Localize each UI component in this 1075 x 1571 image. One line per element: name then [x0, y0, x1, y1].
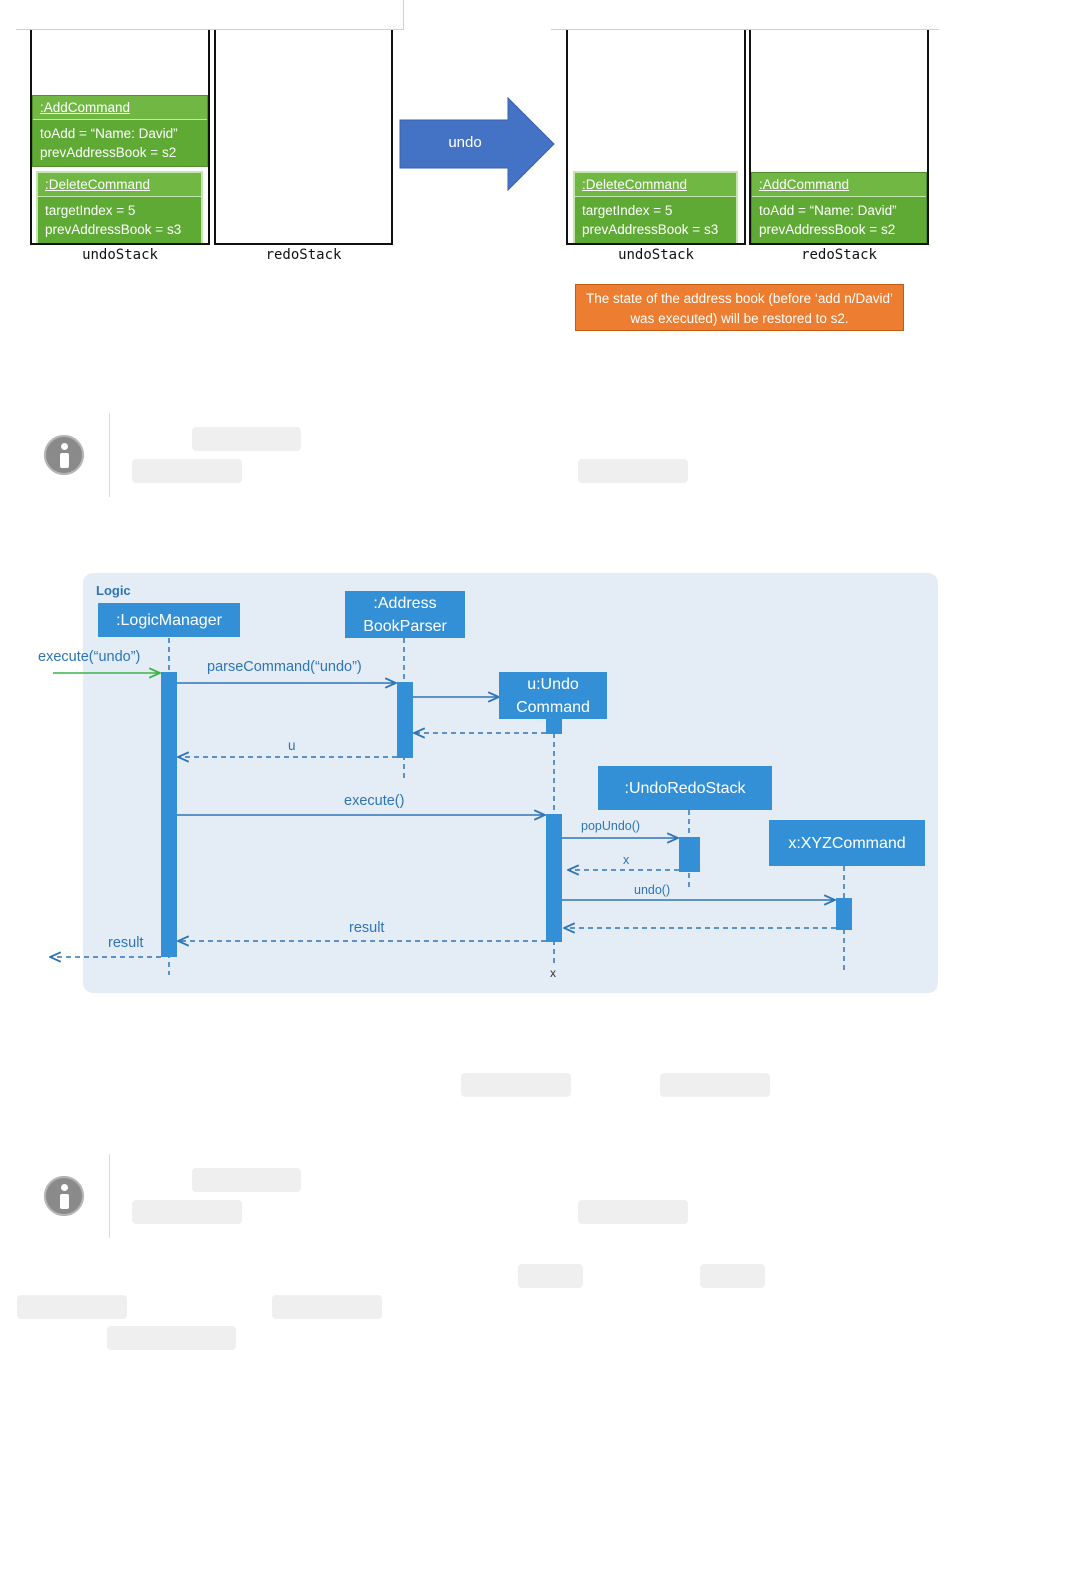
activation-bar [546, 719, 562, 734]
command-field: prevAddressBook = s2 [759, 222, 896, 237]
participant-address-book-parser: :Address BookParser [345, 591, 465, 638]
info-icon [44, 1176, 84, 1216]
message-label: parseCommand(“undo”) [207, 659, 362, 675]
message-label: undo() [634, 883, 671, 897]
command-title: :DeleteCommand [38, 173, 201, 197]
divider [109, 1154, 110, 1238]
command-title: :AddCommand [33, 96, 207, 120]
redo-stack-label: redoStack [801, 247, 877, 263]
redo-stack-after [749, 30, 929, 245]
message-label: execute(“undo”) [38, 649, 141, 665]
undo-arrow-icon [399, 96, 555, 192]
activation-bar [679, 837, 700, 872]
message-label: execute() [344, 793, 405, 809]
message-label: x [623, 853, 630, 867]
text-placeholder [132, 1200, 242, 1224]
delete-command-card: :DeleteCommand targetIndex = 5 prevAddre… [36, 171, 203, 243]
logic-frame [83, 573, 938, 993]
text-placeholder [272, 1295, 382, 1319]
undo-arrow-label: undo [448, 134, 482, 151]
text-placeholder [461, 1073, 571, 1097]
add-command-card: :AddCommand toAdd = “Name: David” prevAd… [751, 172, 927, 243]
text-placeholder [700, 1264, 765, 1288]
undo-stack-label: undoStack [82, 247, 158, 263]
info-icon [44, 435, 84, 475]
divider [403, 0, 404, 30]
message-label: result [108, 935, 144, 951]
command-title: :AddCommand [752, 173, 926, 197]
activation-bar [836, 898, 852, 930]
destroy-mark: x [550, 966, 556, 980]
text-placeholder [518, 1264, 583, 1288]
participant-undo-redo-stack: :UndoRedoStack [598, 766, 772, 810]
command-field: toAdd = “Name: David” [40, 126, 178, 141]
command-field: prevAddressBook = s3 [582, 222, 719, 237]
command-field: targetIndex = 5 [582, 203, 673, 218]
command-field: prevAddressBook = s2 [40, 145, 177, 160]
undo-stack-label: undoStack [618, 247, 694, 263]
text-placeholder [192, 427, 301, 451]
activation-bar [546, 814, 562, 942]
participant-xyz-command: x:XYZCommand [769, 820, 925, 866]
divider [16, 29, 404, 30]
message-label: popUndo() [581, 819, 641, 833]
text-placeholder [192, 1168, 301, 1192]
text-placeholder [132, 459, 242, 483]
text-placeholder [578, 459, 688, 483]
message-label: result [349, 920, 385, 936]
add-command-card: :AddCommand toAdd = “Name: David” prevAd… [32, 95, 208, 167]
divider [551, 29, 939, 30]
message-label: u [288, 738, 296, 753]
undo-stack-before [30, 30, 210, 245]
text-placeholder [107, 1326, 236, 1350]
activation-bar [161, 672, 177, 957]
restore-note: The state of the address book (before ‘a… [575, 284, 904, 331]
command-title: :DeleteCommand [575, 173, 736, 197]
redo-stack-label: redoStack [265, 247, 342, 263]
command-field: targetIndex = 5 [45, 203, 136, 218]
text-placeholder [17, 1295, 127, 1319]
frame-label: Logic [96, 583, 131, 598]
text-placeholder [660, 1073, 770, 1097]
delete-command-card: :DeleteCommand targetIndex = 5 prevAddre… [573, 171, 738, 243]
text-placeholder [578, 1200, 688, 1224]
participant-undo-command: u:Undo Command [499, 672, 607, 719]
command-field: toAdd = “Name: David” [759, 203, 897, 218]
participant-logic-manager: :LogicManager [98, 603, 240, 637]
activation-bar [397, 682, 413, 758]
command-field: prevAddressBook = s3 [45, 222, 182, 237]
undo-stack-after [566, 30, 746, 245]
redo-stack-before [214, 30, 393, 245]
divider [109, 413, 110, 497]
